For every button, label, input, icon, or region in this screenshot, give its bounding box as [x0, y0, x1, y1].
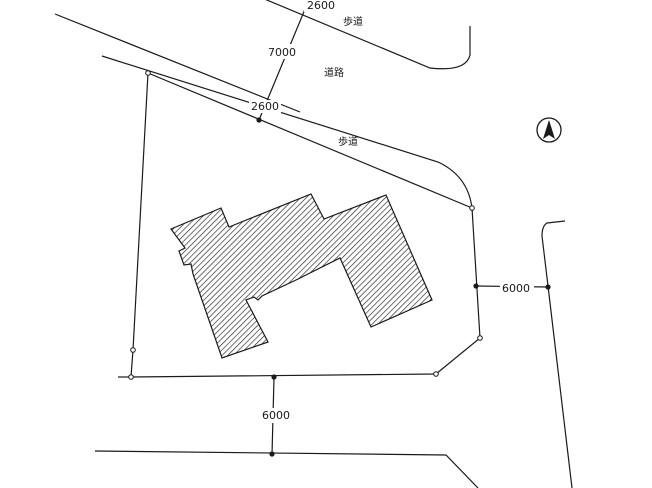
boundary-node	[469, 205, 475, 211]
dim-point	[269, 451, 275, 457]
dim-label-sidewalk-top: 2600	[307, 0, 335, 12]
bottom-road-edge	[94, 450, 479, 488]
dim-point	[473, 283, 479, 289]
label-sidewalk-bottom: 歩道	[338, 135, 358, 148]
boundary-node	[477, 335, 483, 341]
boundary-node	[128, 374, 134, 380]
boundary-node	[145, 70, 151, 76]
right-road-edge	[541, 220, 573, 488]
dim-label-right-setback: 6000	[502, 282, 530, 295]
road-edge-top	[54, 13, 301, 113]
label-sidewalk-top: 歩道	[343, 15, 363, 28]
boundary-node	[130, 347, 136, 353]
dim-label-sidewalk-bottom: 2600	[251, 100, 279, 113]
sidewalk-top-outer-edge	[265, 0, 471, 70]
boundary-node	[433, 371, 439, 377]
building-footprint	[170, 193, 433, 359]
dim-label-road: 7000	[268, 46, 296, 59]
label-road: 道路	[324, 66, 344, 79]
dim-label-bottom-setback: 6000	[262, 409, 290, 422]
north-arrow-icon	[536, 117, 562, 143]
dim-point	[545, 284, 551, 290]
dim-point	[271, 374, 277, 380]
road-lower-edge	[101, 55, 473, 209]
dim-point	[256, 117, 262, 123]
